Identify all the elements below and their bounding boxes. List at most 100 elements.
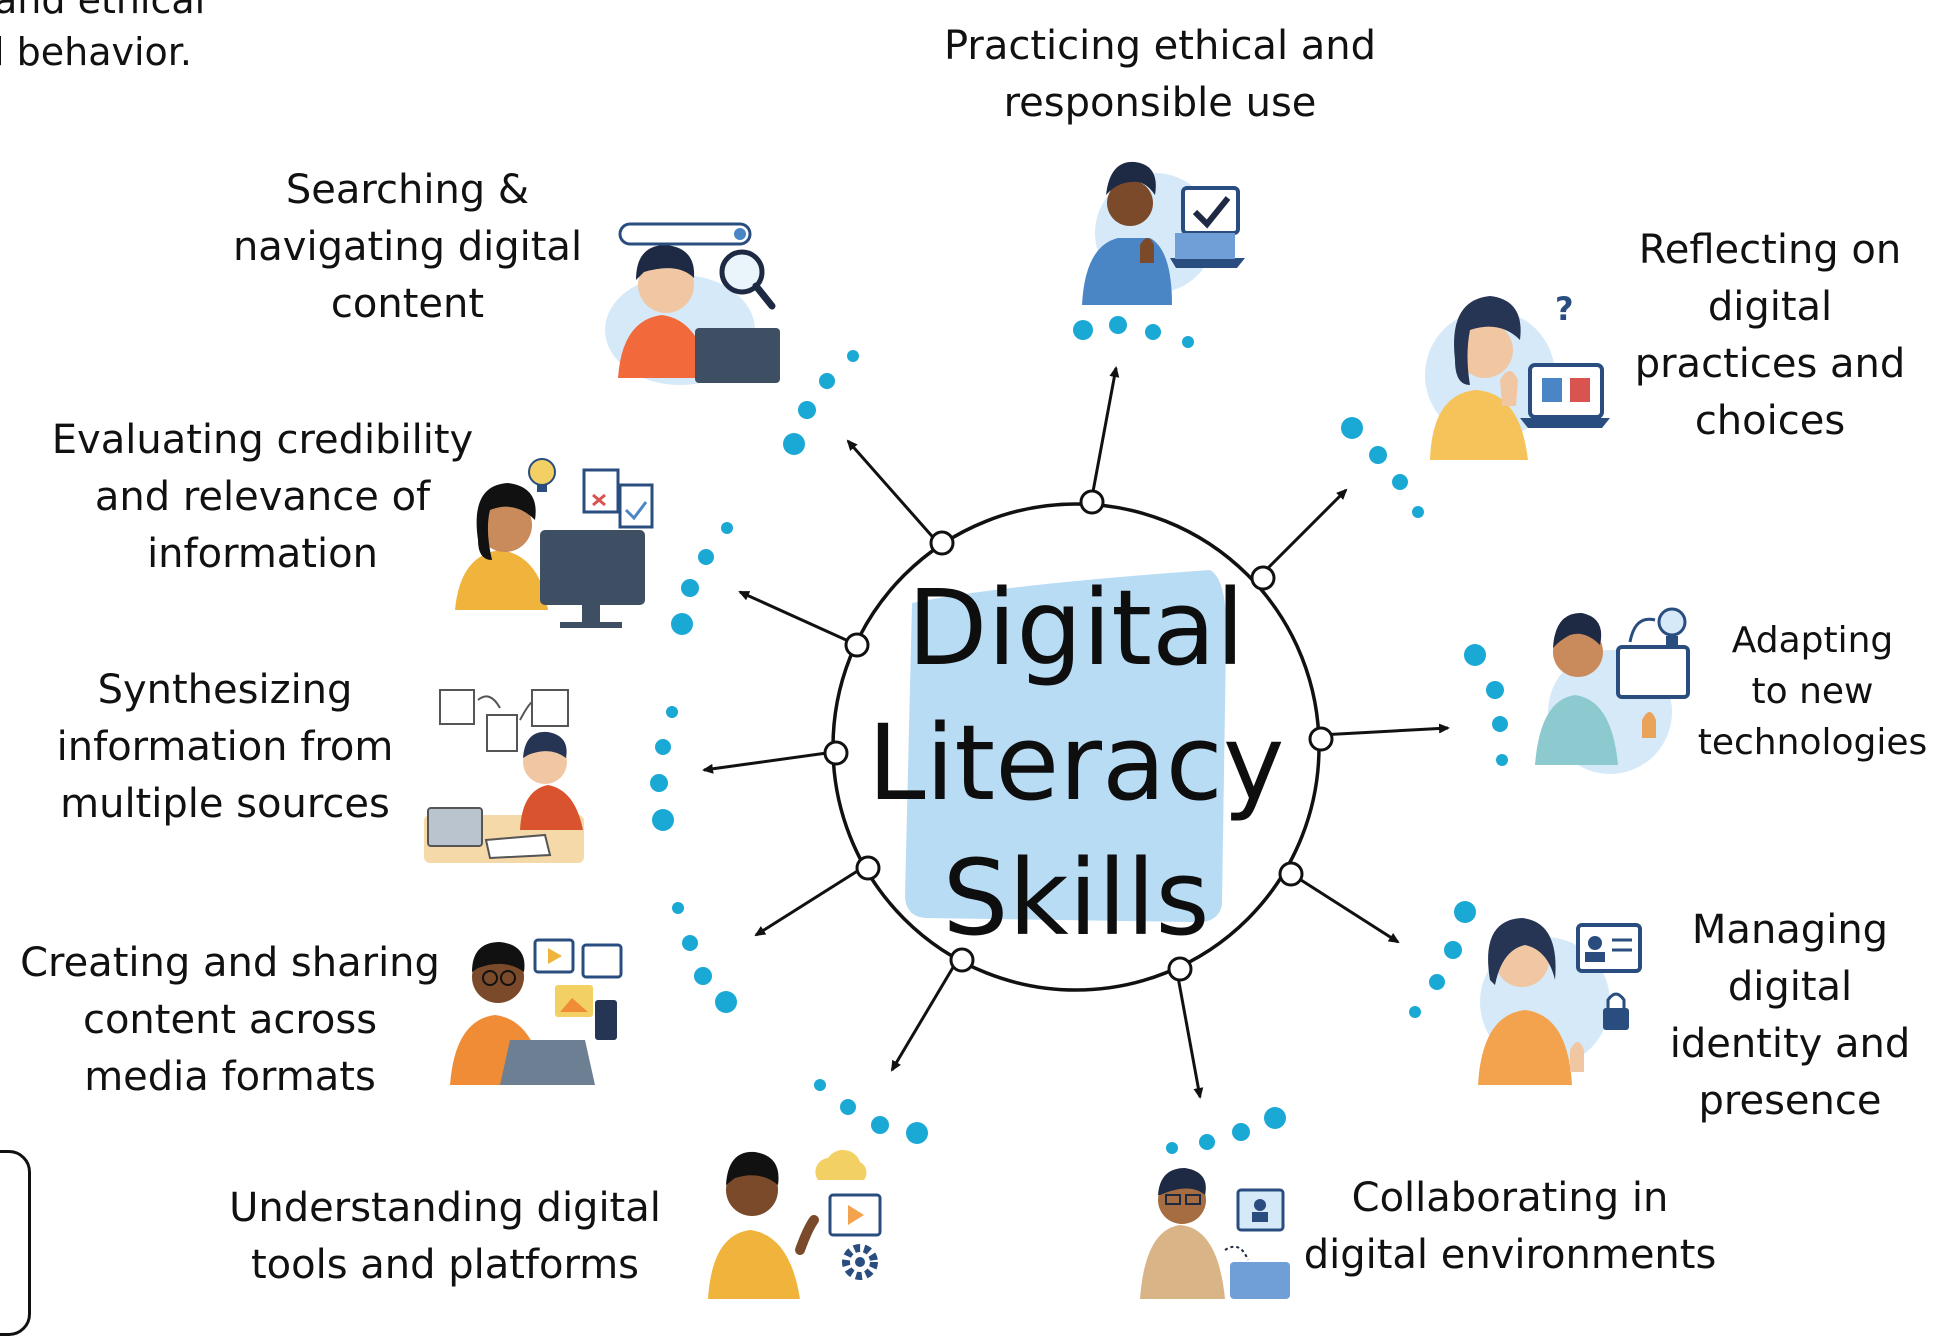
label-managing-line-3: identity and: [1669, 1021, 1911, 1067]
managing-illustration: [1478, 918, 1642, 1085]
label-creating-line-1: Creating and sharing: [20, 940, 440, 986]
gear-icon: [842, 1244, 878, 1280]
label-managing-line-1: Managing: [1691, 907, 1889, 953]
label-managing-line-2: digital: [1727, 964, 1853, 1010]
label-adapting: Adapting to new technologies: [1690, 615, 1935, 768]
source-doc-icon-1: [439, 689, 475, 725]
partial-intro-line-2: l behavior.: [0, 30, 193, 74]
id-card-icon: [1576, 923, 1642, 973]
dots-creating: [672, 902, 737, 1013]
label-evaluating-line-2: and relevance of: [94, 474, 431, 520]
document-icon: [581, 943, 623, 979]
node-synthesizing: [823, 740, 849, 766]
label-reflecting-line-3: practices and: [1634, 341, 1906, 387]
dots-collaborating: [1166, 1107, 1286, 1154]
partial-frame: [0, 1150, 31, 1336]
center-title-line-1: Digital: [907, 567, 1245, 689]
arrow-evaluating: [738, 590, 856, 646]
label-collaborating-line-1: Collaborating in: [1351, 1175, 1669, 1221]
label-creating: Creating and sharing content across medi…: [10, 935, 450, 1106]
source-doc-icon-2: [486, 714, 518, 752]
label-searching: Searching & navigating digital content: [225, 162, 590, 333]
label-understanding-line-2: tools and platforms: [250, 1242, 640, 1288]
partial-intro-line-1: and ethical: [0, 0, 206, 22]
reflecting-illustration: ?: [1425, 290, 1610, 460]
dots-evaluating: [671, 522, 733, 635]
hub-diagram: ?: [424, 161, 1690, 1299]
label-collaborating-line-2: digital environments: [1303, 1232, 1717, 1278]
dot-trails: [650, 316, 1508, 1154]
search-icon: [734, 228, 746, 240]
check-laptop-icon: [1181, 186, 1240, 235]
approved-doc-icon: [618, 483, 654, 529]
arrow-managing: [1289, 871, 1400, 944]
label-managing: Managing digital identity and presence: [1650, 902, 1930, 1130]
label-managing-line-4: presence: [1698, 1078, 1882, 1124]
arrow-reflecting: [1258, 488, 1348, 578]
node-searching: [929, 530, 955, 556]
node-managing: [1278, 861, 1304, 887]
screen-icon: [1616, 645, 1690, 699]
label-reflecting-line-4: choices: [1694, 398, 1846, 444]
label-evaluating-line-3: information: [147, 531, 378, 577]
magnifier-icon: [719, 249, 765, 295]
node-collaborating: [1167, 956, 1193, 982]
label-creating-line-2: content across: [82, 997, 378, 1043]
node-adapting: [1308, 726, 1334, 752]
center-title-line-2: Literacy: [867, 702, 1285, 824]
dots-reflecting: [1341, 417, 1424, 518]
partial-intro-text: and ethical l behavior.: [0, 0, 205, 78]
label-synthesizing: Synthesizing information from multiple s…: [35, 662, 415, 833]
arrow-creating: [754, 863, 868, 937]
center-highlight: [905, 570, 1227, 923]
laptop-icon: [695, 328, 780, 383]
rejected-doc-icon: [582, 468, 620, 514]
lock-icon: [1603, 1008, 1629, 1030]
label-adapting-line-1: Adapting: [1731, 620, 1894, 661]
monitor-icon: [540, 530, 645, 605]
dots-managing: [1409, 901, 1476, 1018]
source-doc-icon-3: [531, 689, 569, 727]
arrow-synthesizing: [702, 750, 835, 774]
label-evaluating-line-1: Evaluating credibility: [51, 417, 474, 463]
node-understanding: [949, 947, 975, 973]
label-synthesizing-line-2: information from: [56, 724, 394, 770]
label-ethical: Practicing ethical and responsible use: [900, 18, 1420, 132]
node-creating: [855, 855, 881, 881]
dots-understanding: [814, 1079, 928, 1144]
center-title: Digital Literacy Skills: [856, 561, 1296, 966]
ring-nodes: [823, 489, 1334, 982]
question-mark-icon: ?: [1555, 290, 1574, 328]
arrow-ethical: [1090, 366, 1120, 498]
dots-ethical: [1073, 316, 1194, 348]
lightbulb-icon: [528, 458, 556, 486]
center-title-line-3: Skills: [942, 837, 1210, 959]
cloud-icon: [815, 1149, 867, 1180]
label-understanding-line-1: Understanding digital: [229, 1185, 661, 1231]
arrow-searching: [846, 439, 940, 544]
understanding-illustration: [708, 1149, 882, 1299]
arrows: [702, 366, 1450, 1099]
label-adapting-line-2: to new: [1751, 671, 1874, 712]
arrow-adapting: [1319, 723, 1450, 737]
label-evaluating: Evaluating credibility and relevance of …: [30, 412, 495, 583]
synthesizing-illustration: [424, 689, 584, 863]
phone-icon: [595, 1000, 617, 1040]
arrow-understanding: [890, 958, 960, 1072]
node-reflecting: [1250, 565, 1276, 591]
search-bar-icon: [618, 222, 752, 246]
ethical-illustration: [1082, 161, 1245, 305]
label-reflecting-line-1: Reflecting on: [1638, 227, 1902, 273]
dots-adapting: [1464, 644, 1508, 766]
label-reflecting-line-2: digital: [1707, 284, 1833, 330]
label-searching-line-3: content: [330, 281, 485, 327]
label-synthesizing-line-3: multiple sources: [60, 781, 390, 827]
laptop-icon: [427, 807, 483, 847]
label-creating-line-3: media formats: [84, 1054, 376, 1100]
label-searching-line-1: Searching &: [285, 167, 530, 213]
searching-illustration: [605, 222, 780, 385]
label-searching-line-2: navigating digital: [232, 224, 583, 270]
dots-searching: [783, 350, 859, 455]
label-ethical-line-1: Practicing ethical and: [943, 23, 1377, 69]
